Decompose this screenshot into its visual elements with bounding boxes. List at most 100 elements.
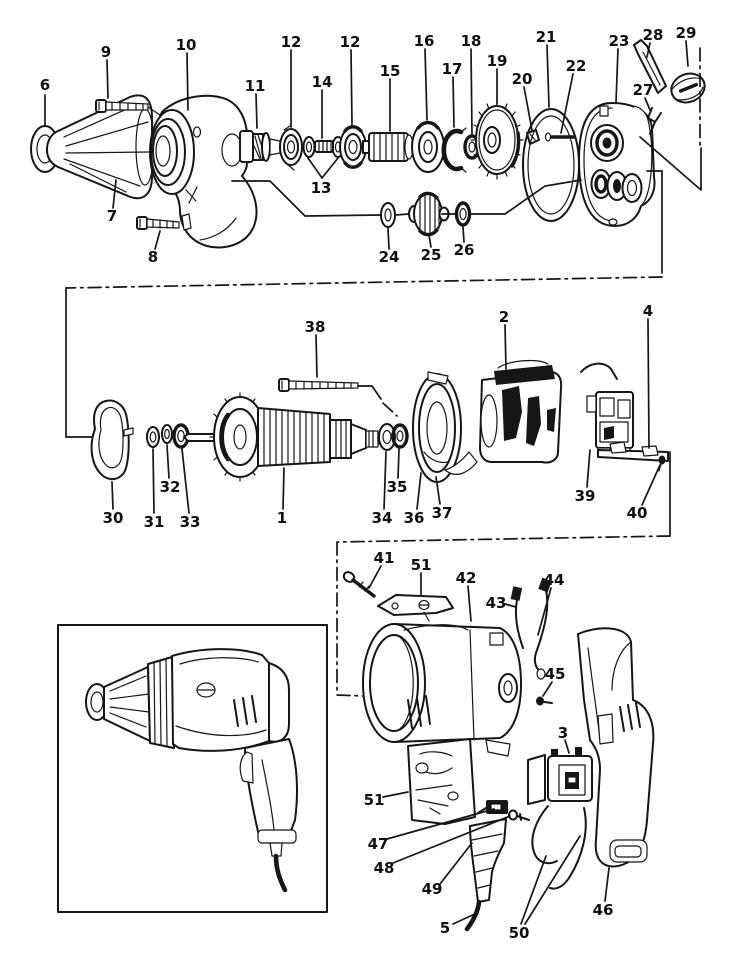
callout-5: 5 xyxy=(440,919,450,937)
part-idler-washer-b xyxy=(454,201,472,227)
part-lead-wire-a xyxy=(510,586,524,649)
callout-2: 2 xyxy=(499,308,509,326)
part-cord-guard xyxy=(469,818,507,903)
part-internal-wires xyxy=(531,805,587,890)
part-top-bracket xyxy=(377,594,454,622)
callout-4: 4 xyxy=(643,302,653,320)
part-field-stator xyxy=(479,359,563,464)
part-pin xyxy=(544,132,576,142)
housing-handle-assembly xyxy=(342,571,655,932)
part-screw-top xyxy=(95,99,167,120)
assembled-tool-inset xyxy=(57,624,328,913)
callout-49: 49 xyxy=(422,880,443,898)
part-bracket xyxy=(597,441,669,462)
part-washer-32 xyxy=(161,424,173,444)
connector-lines-top xyxy=(65,47,702,438)
callout-9: 9 xyxy=(101,43,111,61)
part-cord xyxy=(464,899,482,932)
part-idler-washer-a xyxy=(380,202,396,228)
callout-21: 21 xyxy=(536,28,557,46)
callout-40: 40 xyxy=(627,504,648,522)
part-threaded-stud xyxy=(314,140,334,153)
callout-37: 37 xyxy=(432,504,453,522)
callout-3: 3 xyxy=(558,724,568,742)
callout-22: 22 xyxy=(566,57,587,75)
callout-20: 20 xyxy=(512,70,533,88)
callout-15: 15 xyxy=(380,62,401,80)
gear-case-assembly xyxy=(30,39,706,438)
callout-10: 10 xyxy=(176,36,197,54)
part-switch-plate xyxy=(407,738,476,825)
part-switch xyxy=(527,747,593,805)
callout-46: 46 xyxy=(593,901,614,919)
part-rear-bearing xyxy=(378,423,409,451)
callout-12a: 12 xyxy=(281,33,302,51)
callout-19: 19 xyxy=(487,52,508,70)
callout-12b: 12 xyxy=(340,33,361,51)
part-spindle xyxy=(239,130,281,163)
callout-35: 35 xyxy=(387,478,408,496)
part-bearing-a xyxy=(279,125,303,171)
part-bearing-b xyxy=(339,125,367,169)
motor-assembly xyxy=(90,359,671,698)
part-handle-housing xyxy=(577,627,655,868)
callout-26: 26 xyxy=(454,241,475,259)
part-fan-baffle xyxy=(412,371,478,483)
callout-14: 14 xyxy=(312,73,333,91)
callout-33: 33 xyxy=(180,513,201,531)
callout-32: 32 xyxy=(160,478,181,496)
callout-8: 8 xyxy=(148,248,158,266)
part-splined-shaft xyxy=(362,132,414,162)
part-spring-clip xyxy=(647,107,662,135)
part-baffle-gasket xyxy=(90,399,134,481)
callout-47: 47 xyxy=(368,835,389,853)
callout-34: 34 xyxy=(372,509,393,527)
part-output-gear xyxy=(470,100,524,180)
callout-43: 43 xyxy=(486,594,507,612)
callout-25: 25 xyxy=(421,246,442,264)
part-end-housing xyxy=(578,102,656,227)
part-c-clip xyxy=(441,127,467,173)
callout-51b: 51 xyxy=(364,791,385,809)
part-armature xyxy=(183,392,384,482)
part-long-screw xyxy=(278,378,398,417)
part-clip-screw xyxy=(658,455,666,472)
callout-30: 30 xyxy=(103,509,124,527)
part-screw-48 xyxy=(508,809,530,821)
callout-13: 13 xyxy=(311,179,332,197)
callout-39: 39 xyxy=(575,487,596,505)
callout-17: 17 xyxy=(442,60,463,78)
callout-31: 31 xyxy=(144,513,165,531)
part-washer-31 xyxy=(146,426,160,448)
part-lead-wire-b xyxy=(533,577,552,680)
callout-50: 50 xyxy=(509,924,530,942)
callout-7: 7 xyxy=(107,207,117,225)
part-brush-holder xyxy=(580,362,634,457)
assembled-drill-art xyxy=(85,648,298,893)
callout-44: 44 xyxy=(544,571,565,589)
callout-41: 41 xyxy=(374,549,395,567)
part-ball-bearing xyxy=(411,120,445,173)
part-gear-housing xyxy=(149,94,258,249)
callout-45: 45 xyxy=(545,665,566,683)
part-screw-41 xyxy=(342,571,376,598)
callout-42: 42 xyxy=(456,569,477,587)
callout-27: 27 xyxy=(633,81,654,99)
part-lever-blade xyxy=(633,39,667,94)
callout-labels: 6 9 10 11 12 14 12 15 16 17 18 19 20 21 … xyxy=(40,24,697,942)
part-motor-housing xyxy=(362,623,522,757)
callout-18: 18 xyxy=(461,32,482,50)
callout-51a: 51 xyxy=(411,556,432,574)
part-screw-45 xyxy=(536,696,553,706)
callout-16: 16 xyxy=(414,32,435,50)
callout-29: 29 xyxy=(676,24,697,42)
part-cap-knob xyxy=(670,72,706,104)
callout-48: 48 xyxy=(374,859,395,877)
callout-11: 11 xyxy=(245,77,266,95)
callout-38: 38 xyxy=(305,318,326,336)
callout-1: 1 xyxy=(277,509,287,527)
leader-lines xyxy=(44,40,689,925)
callout-24: 24 xyxy=(379,248,400,266)
